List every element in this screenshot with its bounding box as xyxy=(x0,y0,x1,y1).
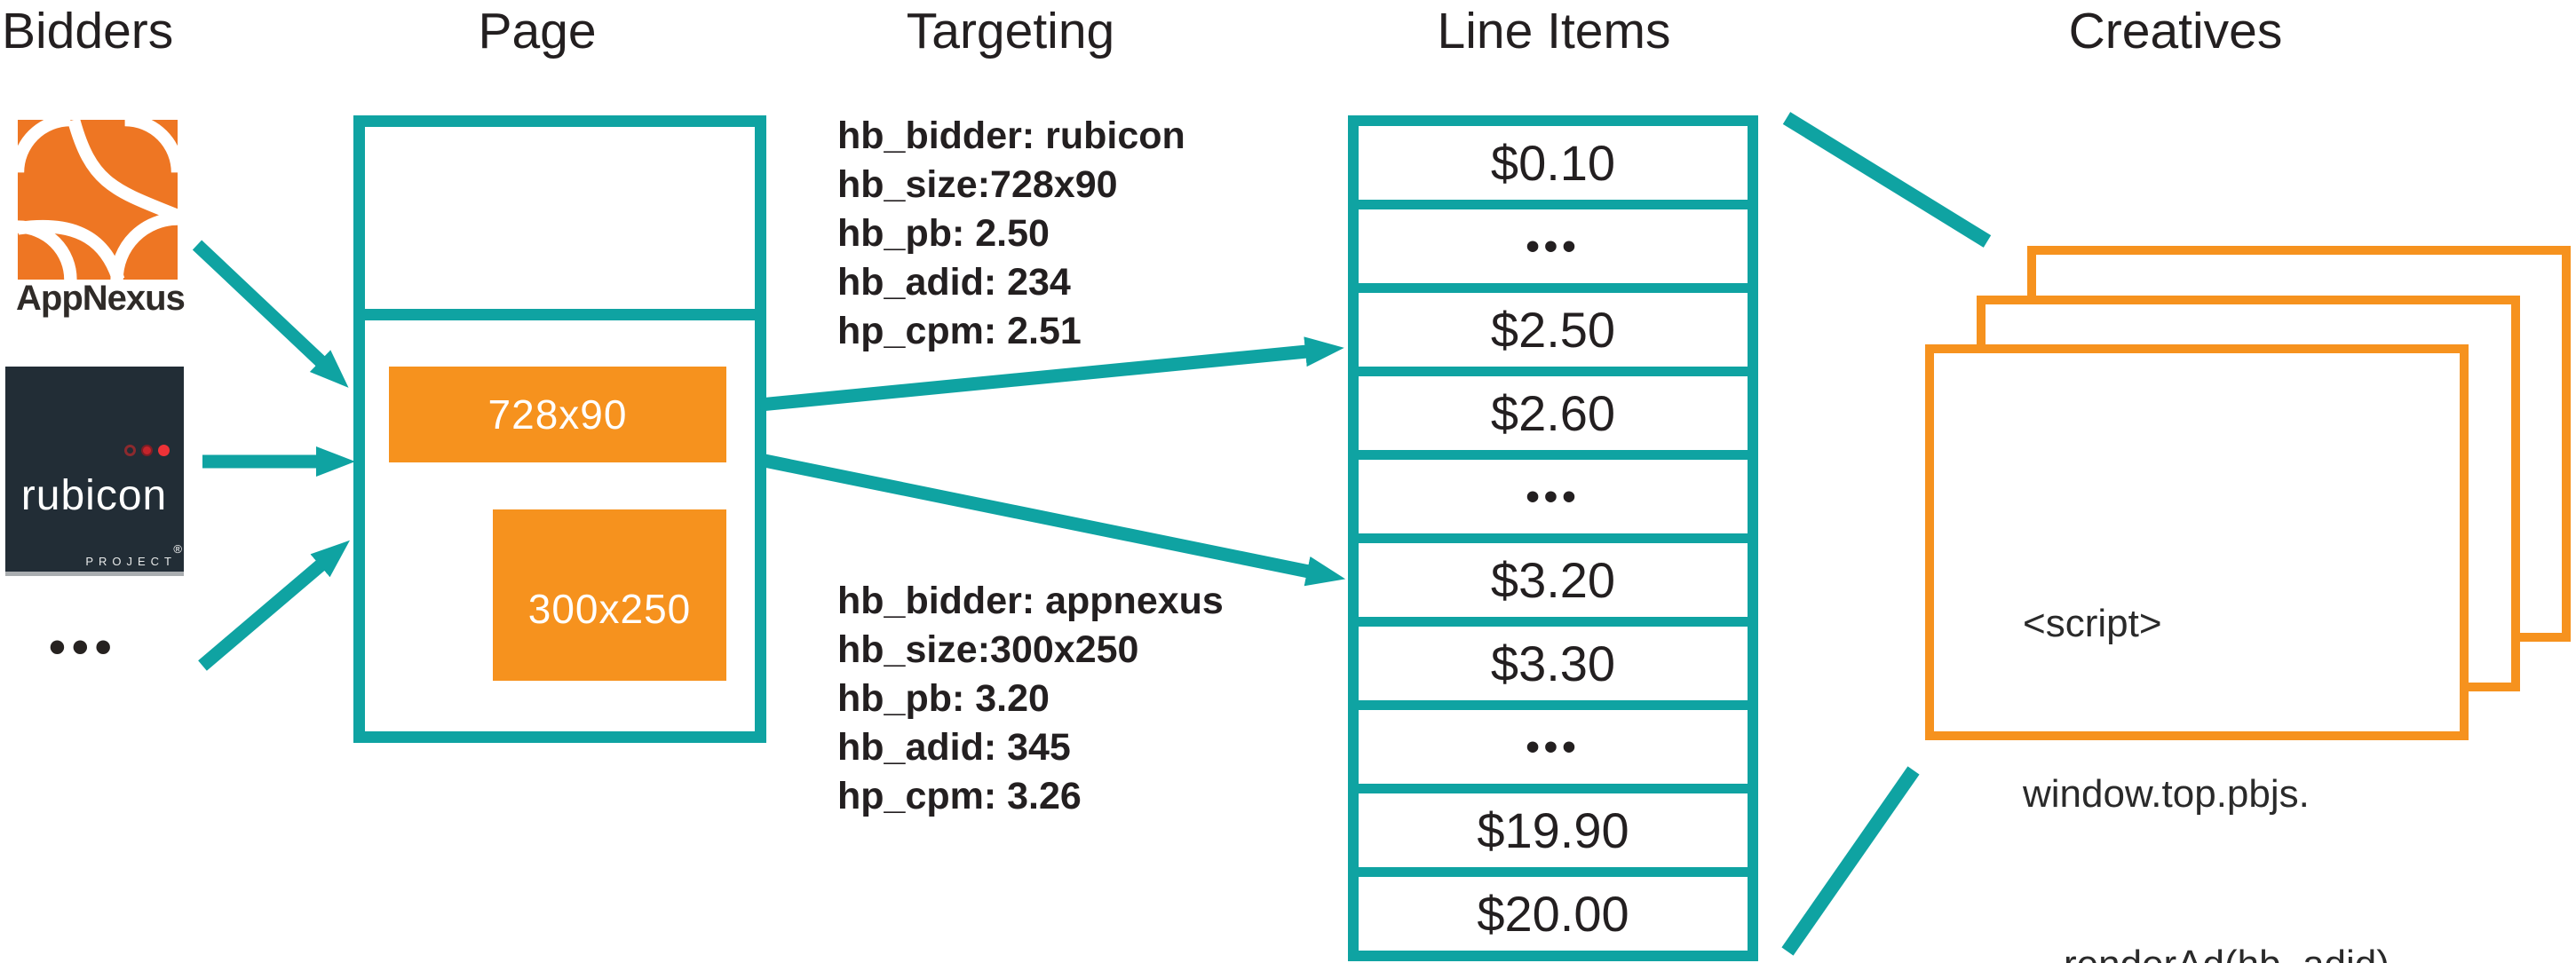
line-items-to-creatives-top xyxy=(1782,112,1992,248)
targeting-line: hb_size:300x250 xyxy=(837,628,1139,671)
targeting-block-rubicon: hb_bidder: rubicon hb_size:728x90 hb_pb:… xyxy=(837,112,1185,356)
targeting-line: hb_bidder: appnexus xyxy=(837,580,1224,622)
rubicon-wordmark: rubicon xyxy=(20,472,168,519)
targeting-line: hb_adid: 234 xyxy=(837,261,1071,304)
code-line: window.top.pbjs. xyxy=(2023,772,2310,816)
line-item-row: $3.30 xyxy=(1359,617,1748,700)
targeting-block-appnexus: hb_bidder: appnexus hb_size:300x250 hb_p… xyxy=(837,577,1224,821)
line-item-row-ellipsis: ••• xyxy=(1359,700,1748,784)
targeting-line: hb_adid: 345 xyxy=(837,726,1071,769)
rubicon-dot-ring xyxy=(141,445,153,456)
line-items-table: $0.10 ••• $2.50 $2.60 ••• $3.20 $3.30 ••… xyxy=(1348,115,1758,961)
ad-slot-728x90: 728x90 xyxy=(389,367,726,462)
creative-code-snippet: <script> window.top.pbjs. renderAd(hb_ad… xyxy=(2023,482,2390,963)
rubicon-registered-mark: ® xyxy=(173,542,182,556)
line-item-row-ellipsis: ••• xyxy=(1359,200,1748,283)
arrow-page-to-line-item-320 xyxy=(758,453,1346,587)
line-item-row: $19.90 xyxy=(1359,784,1748,867)
header-creatives: Creatives xyxy=(2068,3,2283,59)
line-item-row-ellipsis: ••• xyxy=(1359,450,1748,533)
targeting-line: hb_bidder: rubicon xyxy=(837,114,1185,157)
rubicon-project-label: PROJECT xyxy=(85,555,177,568)
arrow-page-to-line-item-250 xyxy=(759,336,1344,412)
rubicon-dot-outline xyxy=(124,445,136,456)
targeting-line: hb_pb: 2.50 xyxy=(837,212,1050,255)
line-item-row: $2.50 xyxy=(1359,283,1748,367)
line-items-to-creatives-bottom xyxy=(1781,766,1920,956)
line-item-row: $3.20 xyxy=(1359,533,1748,617)
line-item-row: $2.60 xyxy=(1359,367,1748,450)
line-item-row: $0.10 xyxy=(1490,135,1616,191)
appnexus-logo-icon xyxy=(18,120,178,280)
arrow-other-bidders-to-page xyxy=(198,540,350,671)
appnexus-label: AppNexus xyxy=(16,279,186,318)
header-line-items: Line Items xyxy=(1437,3,1671,59)
header-page: Page xyxy=(478,3,597,59)
targeting-line: hb_pb: 3.20 xyxy=(837,677,1050,720)
line-item-row: $20.00 xyxy=(1359,867,1748,951)
header-targeting: Targeting xyxy=(906,3,1115,59)
arrow-appnexus-to-page xyxy=(192,240,349,388)
page-box: 728x90 300x250 xyxy=(353,115,766,743)
page-header-divider xyxy=(365,309,755,320)
more-bidders-ellipsis: ••• xyxy=(49,620,118,674)
targeting-line: hb_size:728x90 xyxy=(837,163,1118,206)
rubicon-dots-icon xyxy=(124,445,170,456)
targeting-line: hp_cpm: 2.51 xyxy=(837,310,1082,352)
targeting-line: hp_cpm: 3.26 xyxy=(837,775,1082,817)
ad-slot-300x250: 300x250 xyxy=(493,509,726,681)
header-bidders: Bidders xyxy=(2,3,174,59)
rubicon-dot-solid xyxy=(158,445,170,456)
creative-card-front: <script> window.top.pbjs. renderAd(hb_ad… xyxy=(1925,344,2469,963)
rubicon-logo: rubicon ® PROJECT xyxy=(5,367,184,576)
code-line: renderAd(hb_adid) xyxy=(2023,936,2390,963)
code-line: <script> xyxy=(2023,602,2162,645)
